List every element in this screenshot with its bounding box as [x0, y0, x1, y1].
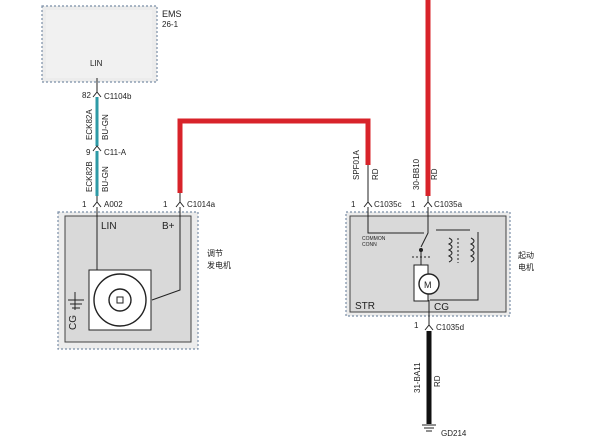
alternator-name-1: 调节 [207, 249, 223, 258]
c11a-pin: 9 [86, 148, 91, 157]
c1014a-pin: 1 [163, 200, 168, 209]
ems-title: EMS [162, 9, 182, 19]
c1035d-name: C1035d [436, 323, 464, 332]
alternator-name-2: 发电机 [207, 260, 231, 270]
connector-c11a-icon [92, 145, 102, 152]
common-conn-2: CONN [362, 242, 377, 248]
starter-feed: SPF01A RD 30-BB10 RD 1 C1035c 1 C1035a [351, 0, 463, 209]
bb10-code: 30-BB10 [412, 158, 421, 190]
alternator-cg-label: CG [68, 315, 79, 330]
starter-name-2: 电机 [518, 262, 534, 272]
spf01a-color: RD [371, 168, 380, 180]
ems-module: EMS 26-1 LIN [41, 5, 182, 83]
connector-a002-icon [92, 201, 102, 208]
connector-c1104b-icon [92, 91, 102, 98]
alternator-module: LIN B+ CG 调节 发电机 [57, 207, 231, 350]
connector-c1035c-icon [363, 201, 373, 208]
ems-inner [46, 10, 152, 78]
ems-subtitle: 26-1 [162, 20, 179, 29]
seg1-code: ECK82A [85, 109, 94, 140]
alternator-symbol-icon [88, 269, 152, 331]
connector-c1014a-icon [175, 201, 185, 208]
alternator-pin-lin: LIN [101, 221, 117, 232]
c1014a-name: C1014a [187, 200, 216, 209]
starter-motor-icon: M [367, 207, 479, 302]
seg2-code: ECK82B [85, 161, 94, 192]
ba11-color: RD [433, 375, 442, 387]
gd214-label: GD214 [441, 429, 467, 438]
c1035c-name: C1035c [374, 200, 402, 209]
ground-symbol-icon [422, 424, 436, 432]
c1104b-pin: 82 [82, 91, 91, 100]
seg2-color: BU-GN [101, 166, 110, 192]
c1104b-name: C1104b [104, 92, 132, 101]
c1035c-pin: 1 [351, 200, 356, 209]
c1035a-name: C1035a [434, 200, 463, 209]
connector-c1035a-icon [423, 201, 433, 208]
spf01a-code: SPF01A [352, 150, 361, 180]
seg1-color: BU-GN [101, 114, 110, 140]
bplus-wire: 1 C1014a [163, 118, 371, 209]
starter-cg-label: CG [434, 302, 449, 313]
starter-module: COMMON CONN M STR CG 起动 电机 [345, 207, 534, 317]
lin-wire: 82 C1104b ECK82A BU-GN 9 C11-A ECK82B BU… [82, 78, 132, 209]
connector-c1035d-icon [424, 324, 434, 331]
bb10-color: RD [430, 168, 439, 180]
a002-name: A002 [104, 200, 123, 209]
starter-label: STR [355, 301, 375, 312]
a002-pin: 1 [82, 200, 87, 209]
ground-wire: 1 C1035d 31-BA11 RD GD214 [413, 300, 467, 438]
starter-name-1: 起动 [518, 250, 534, 260]
ems-pin-lin: LIN [90, 59, 103, 68]
common-conn-1: COMMON [362, 236, 386, 242]
alternator-pin-bplus: B+ [162, 221, 175, 232]
c1035a-pin: 1 [411, 200, 416, 209]
motor-symbol: M [424, 280, 432, 290]
c1035d-pin: 1 [414, 321, 419, 330]
ba11-code: 31-BA11 [413, 362, 422, 393]
alternator-ground-icon [68, 292, 84, 310]
c11a-name: C11-A [104, 148, 127, 157]
